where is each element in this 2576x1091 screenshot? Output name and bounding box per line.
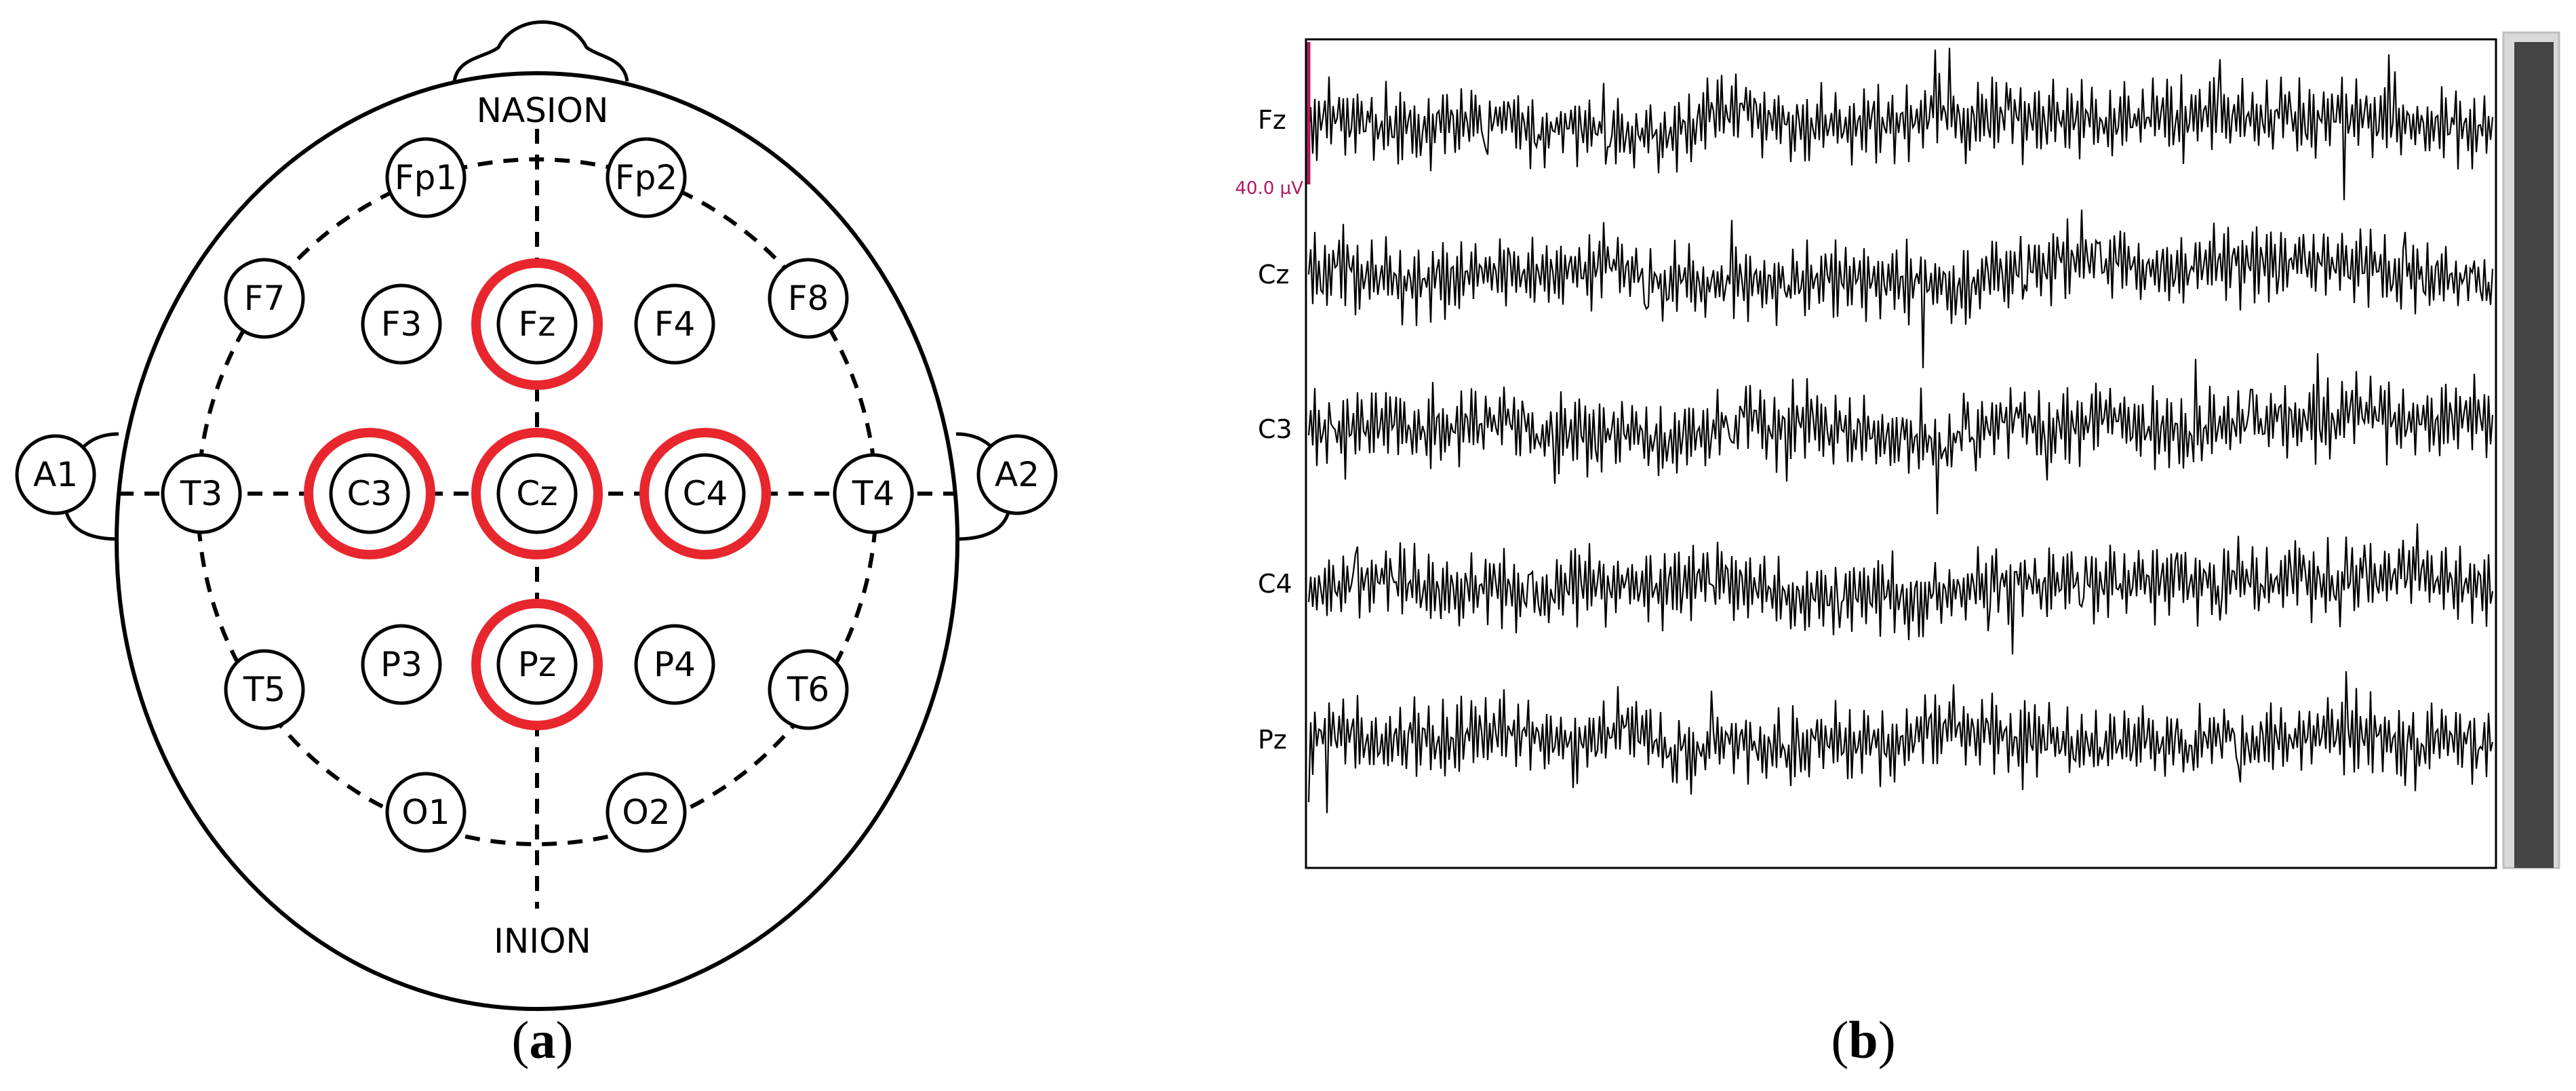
channel-label-c4: C4 bbox=[1258, 569, 1292, 599]
electrode-circle bbox=[606, 772, 687, 853]
electrode-t4: T4 bbox=[833, 453, 914, 534]
electrode-circle bbox=[768, 649, 849, 730]
electrode-label: C4 bbox=[683, 474, 728, 513]
electrode-circle bbox=[768, 258, 849, 339]
electrode-circle bbox=[224, 258, 305, 339]
electrode-circle bbox=[606, 137, 687, 218]
electrode-circle bbox=[161, 453, 242, 534]
electrode-circle bbox=[496, 453, 578, 534]
electrode-label: F8 bbox=[788, 279, 829, 318]
electrode-t6: T6 bbox=[768, 649, 849, 730]
channel-label-cz: Cz bbox=[1258, 260, 1289, 290]
electrode-fp1: Fp1 bbox=[385, 137, 467, 218]
electrode-label: T3 bbox=[180, 474, 222, 513]
nose-outline bbox=[452, 20, 629, 82]
electrode-label: T4 bbox=[852, 474, 894, 513]
electrode-cz: Cz bbox=[471, 428, 603, 559]
caption-a: (a) bbox=[512, 1010, 574, 1069]
electrode-p4: P4 bbox=[634, 624, 715, 705]
channel-label-fz: Fz bbox=[1258, 105, 1286, 135]
eeg-trace-fz bbox=[1307, 47, 2494, 201]
electrode-label: C3 bbox=[347, 474, 393, 513]
nasion-label: NASION bbox=[477, 91, 609, 130]
electrode-label: P3 bbox=[380, 645, 422, 684]
electrode-circle bbox=[496, 624, 578, 705]
electrode-circle bbox=[634, 283, 715, 365]
electrode-circle bbox=[385, 137, 467, 218]
electrode-label: Fz bbox=[518, 304, 555, 344]
electrode-f8: F8 bbox=[768, 258, 849, 339]
electrode-c3: C3 bbox=[304, 428, 435, 559]
electrode-o1: O1 bbox=[385, 772, 467, 853]
eeg-trace-pz bbox=[1307, 671, 2494, 814]
electrode-fp2: Fp2 bbox=[606, 137, 687, 218]
electrode-label: Fp2 bbox=[615, 158, 677, 197]
electrode-label: Cz bbox=[516, 474, 557, 513]
amplitude-scale-label: 40.0 µV bbox=[1235, 178, 1304, 199]
electrode-a1: A1 bbox=[15, 434, 96, 515]
electrode-label: Fp1 bbox=[395, 158, 457, 197]
electrode-circle bbox=[634, 624, 715, 705]
trace-group bbox=[1307, 47, 2494, 814]
electrode-pz: Pz bbox=[471, 599, 603, 730]
eeg-trace-c4 bbox=[1307, 523, 2494, 655]
electrode-t5: T5 bbox=[224, 649, 305, 730]
scrollbar-thumb[interactable] bbox=[2514, 42, 2554, 868]
electrode-label: T5 bbox=[243, 670, 285, 709]
electrode-t3: T3 bbox=[161, 453, 242, 534]
electrode-label: F4 bbox=[654, 304, 696, 344]
eeg-trace-c3 bbox=[1307, 353, 2494, 515]
electrode-circle bbox=[361, 624, 442, 705]
electrode-label: F3 bbox=[381, 304, 422, 344]
electrode-circle bbox=[329, 453, 410, 534]
electrode-circle bbox=[833, 453, 914, 534]
electrode-label: A1 bbox=[33, 455, 78, 494]
electrode-label: F7 bbox=[244, 279, 285, 318]
electrode-label: T6 bbox=[787, 670, 829, 709]
electrode-label: O2 bbox=[622, 793, 670, 832]
caption-b: (b) bbox=[1831, 1010, 1895, 1069]
electrode-p3: P3 bbox=[361, 624, 442, 705]
channel-label-c3: C3 bbox=[1258, 414, 1292, 444]
electrode-label: O1 bbox=[401, 793, 450, 832]
electrode-f4: F4 bbox=[634, 283, 715, 365]
electrode-label: A2 bbox=[995, 455, 1039, 494]
electrode-a2: A2 bbox=[976, 434, 1058, 515]
electrode-circle bbox=[224, 649, 305, 730]
electrode-circle bbox=[385, 772, 467, 853]
electrode-circle bbox=[496, 283, 578, 365]
electrode-circle bbox=[976, 434, 1058, 515]
electrode-circle bbox=[665, 453, 746, 534]
electrode-fz: Fz bbox=[471, 258, 603, 390]
electrode-f7: F7 bbox=[224, 258, 305, 339]
electrode-c4: C4 bbox=[639, 428, 771, 559]
electrode-circle bbox=[15, 434, 96, 515]
electrode-label: P4 bbox=[654, 645, 696, 684]
eeg-trace-cz bbox=[1307, 210, 2494, 369]
inion-label: INION bbox=[494, 921, 591, 961]
electrode-circle bbox=[361, 283, 442, 365]
electrode-f3: F3 bbox=[361, 283, 442, 365]
channel-label-pz: Pz bbox=[1258, 725, 1287, 755]
electrode-o2: O2 bbox=[606, 772, 687, 853]
electrode-label: Pz bbox=[518, 645, 556, 684]
